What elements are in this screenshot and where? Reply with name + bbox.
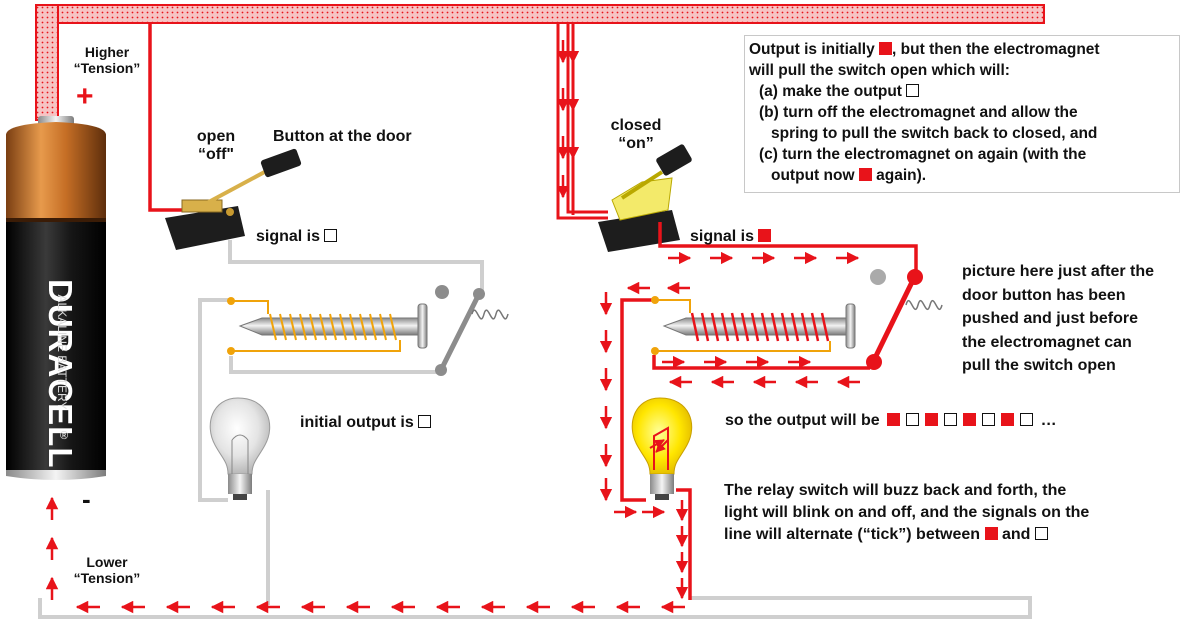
red-square-icon (925, 413, 939, 426)
output-sequence: so the output will be … (725, 412, 1057, 429)
return-arrows (45, 496, 685, 614)
white-square-icon (418, 415, 432, 428)
plus-sign: + (76, 80, 94, 113)
left-bulb (209, 397, 271, 500)
right-spring (905, 300, 943, 310)
picture-here-note: picture here just after the door button … (962, 263, 1155, 374)
right-switch (598, 144, 692, 252)
lower-tension-label: Lower“Tension” (73, 554, 141, 586)
battery-subtext: ALKALINE BATTERY (55, 294, 69, 410)
initial-output-label: initial output is (300, 414, 432, 432)
signal-right: signal is (690, 228, 772, 246)
left-switch (165, 148, 302, 250)
right-wire-arrows (556, 40, 580, 199)
right-red-circuit (620, 222, 918, 600)
left-gray-wires (198, 240, 484, 605)
switch-contact (870, 269, 886, 285)
output-sequence-squares (884, 412, 1036, 429)
right-circuit-arrows (599, 251, 860, 600)
red-square-icon (758, 229, 772, 242)
left-red-wire (148, 23, 186, 212)
red-square-icon (879, 42, 893, 55)
relay-explanation: The relay switch will buzz back and fort… (724, 482, 1090, 543)
white-square-icon (944, 413, 958, 426)
switch-pivot-bottom (866, 354, 882, 370)
white-square-icon (324, 229, 338, 242)
minus-sign: - (82, 484, 91, 514)
higher-tension-label: Higher“Tension” (73, 44, 141, 76)
battery-reg: ® (60, 430, 69, 442)
bottom-gray-wire (38, 596, 1032, 619)
white-square-icon (1020, 413, 1034, 426)
open-off-label: open“off" (196, 128, 236, 163)
white-square-icon (982, 413, 996, 426)
signal-left: signal is (256, 228, 338, 246)
red-square-icon (984, 527, 998, 540)
white-square-icon (906, 84, 920, 97)
explanation-box: Output is initially , but then the elect… (744, 35, 1180, 193)
red-square-icon (887, 413, 901, 426)
left-electromagnet (227, 285, 509, 376)
right-electromagnet (651, 296, 856, 355)
closed-on-label: closed“on” (610, 117, 662, 152)
switch-pivot-top (907, 269, 923, 285)
battery (6, 116, 106, 480)
white-square-icon (1034, 527, 1048, 540)
red-square-icon (963, 413, 977, 426)
white-square-icon (906, 413, 920, 426)
right-bulb (631, 397, 693, 500)
red-square-icon (858, 168, 872, 181)
button-at-door-label: Button at the door (273, 128, 412, 145)
top-wire (35, 4, 1045, 121)
red-square-icon (1001, 413, 1015, 426)
